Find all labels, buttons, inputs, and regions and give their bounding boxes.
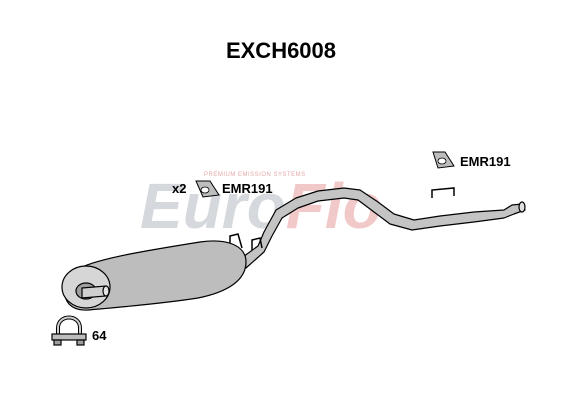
u-bolt-clamp-icon: [51, 315, 87, 346]
mount-right-code: EMR191: [460, 154, 511, 169]
watermark: PREMIUM EMISSION SYSTEMS EuroFlo: [140, 170, 382, 242]
clamp-code: 64: [92, 328, 107, 343]
tailpipe: [235, 187, 526, 269]
watermark-tagline: PREMIUM EMISSION SYSTEMS: [204, 172, 306, 178]
mount-left: x2 EMR191: [172, 180, 273, 198]
rubber-hanger-icon: [195, 180, 220, 198]
clamp: 64: [51, 315, 107, 346]
mount-right: EMR191: [432, 151, 511, 169]
watermark-logo: EuroFlo: [140, 170, 382, 242]
rear-silencer: [61, 240, 247, 311]
watermark-euro: Euro: [140, 170, 286, 242]
mount-left-code: EMR191: [222, 181, 273, 196]
mount-left-qty: x2: [172, 181, 186, 196]
part-number-title: EXCH6008: [226, 38, 336, 63]
rubber-hanger-icon: [432, 151, 455, 169]
